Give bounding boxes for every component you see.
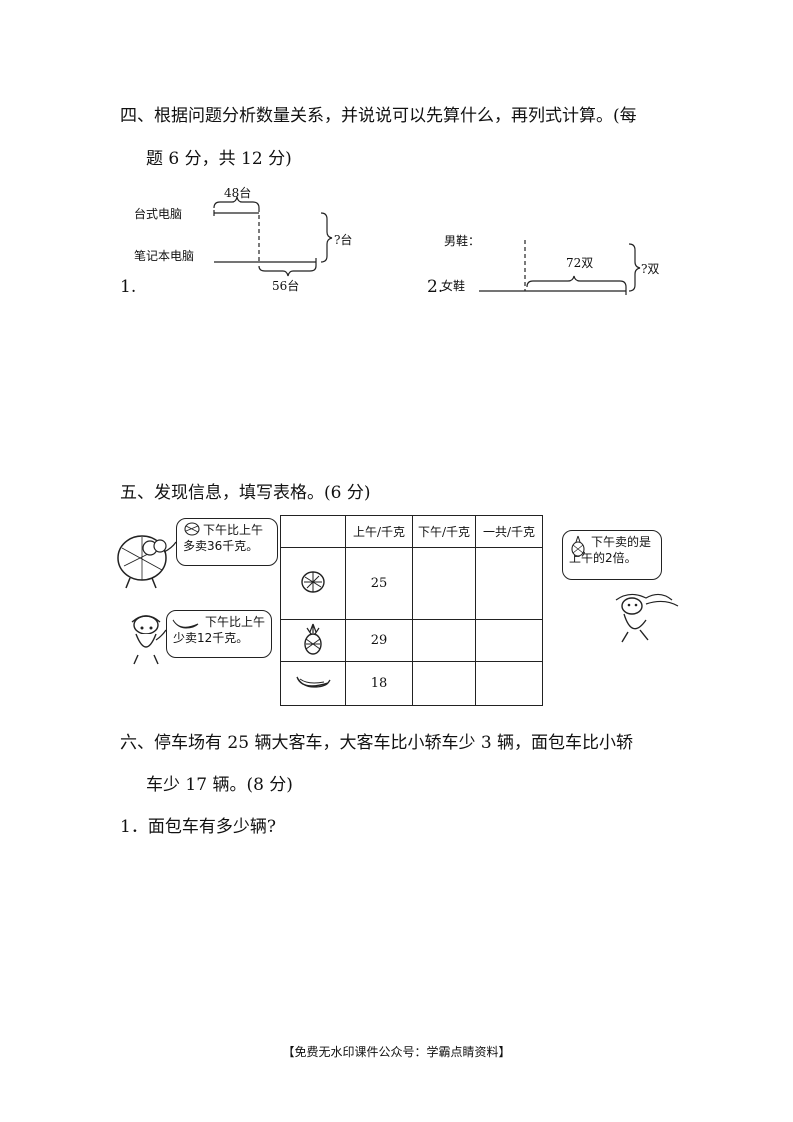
label-men-shoes: 男鞋： <box>444 234 481 248</box>
pineapple-morning: 29 <box>345 619 413 662</box>
brace-48: 48台 <box>224 186 252 200</box>
footer-note: 【免费无水印课件公众号：学霸点睛资料】 <box>282 1045 511 1059</box>
label-desktop: 台式电脑 <box>134 207 183 221</box>
brace-56: 56台 <box>272 279 300 293</box>
brace-question-2: ?双 <box>641 262 660 276</box>
bubble-left2-line2: 少卖12千克。 <box>173 631 249 645</box>
pineapple-icon <box>280 619 346 662</box>
brace-72: 72双 <box>566 256 594 270</box>
bubble-right-line1: 下午卖的是 <box>591 535 652 549</box>
section6-title-line2: 车少 17 辆。(8 分) <box>146 775 293 795</box>
bubble-left2-line1: 下午比上午 <box>205 615 266 629</box>
problem1-number: 1. <box>120 277 137 297</box>
watermelon-morning: 25 <box>345 547 413 620</box>
pineapple-afternoon[interactable] <box>412 619 476 662</box>
bubble-left1-line1: 下午比上午 <box>203 523 264 537</box>
section6-title-line1: 六、停车场有 25 辆大客车，大客车比小轿车少 3 辆，面包车比小轿 <box>120 733 634 753</box>
fruit-table: 上午/千克 下午/千克 一共/千克 25 29 <box>280 515 543 706</box>
bubble-left1-line2: 多卖36千克。 <box>183 539 259 553</box>
section6-question1: 1．面包车有多少辆? <box>120 817 276 837</box>
banana-total[interactable] <box>475 661 543 706</box>
label-laptop: 笔记本电脑 <box>134 249 195 263</box>
section4-title-line1: 四、根据问题分析数量关系，并说说可以先算什么，再列式计算。(每 <box>120 106 637 126</box>
section4-title-line2: 题 6 分，共 12 分) <box>146 149 292 169</box>
banana-morning: 18 <box>345 661 413 706</box>
watermelon-total[interactable] <box>475 547 543 620</box>
watermelon-afternoon[interactable] <box>412 547 476 620</box>
section5-title: 五、发现信息，填写表格。(6 分) <box>120 483 371 503</box>
problem2-number: 2. <box>427 277 444 297</box>
table-header-total: 一共/千克 <box>475 515 543 548</box>
bubble-right-line2: 上午的2倍。 <box>569 551 637 565</box>
banana-icon <box>280 661 346 706</box>
brace-question-1: ?台 <box>334 233 353 247</box>
watermelon-icon <box>280 547 346 620</box>
speech-bubble-left2: 下午比上午 少卖12千克。 <box>166 610 272 658</box>
label-women-shoes: 女鞋 <box>441 279 466 293</box>
